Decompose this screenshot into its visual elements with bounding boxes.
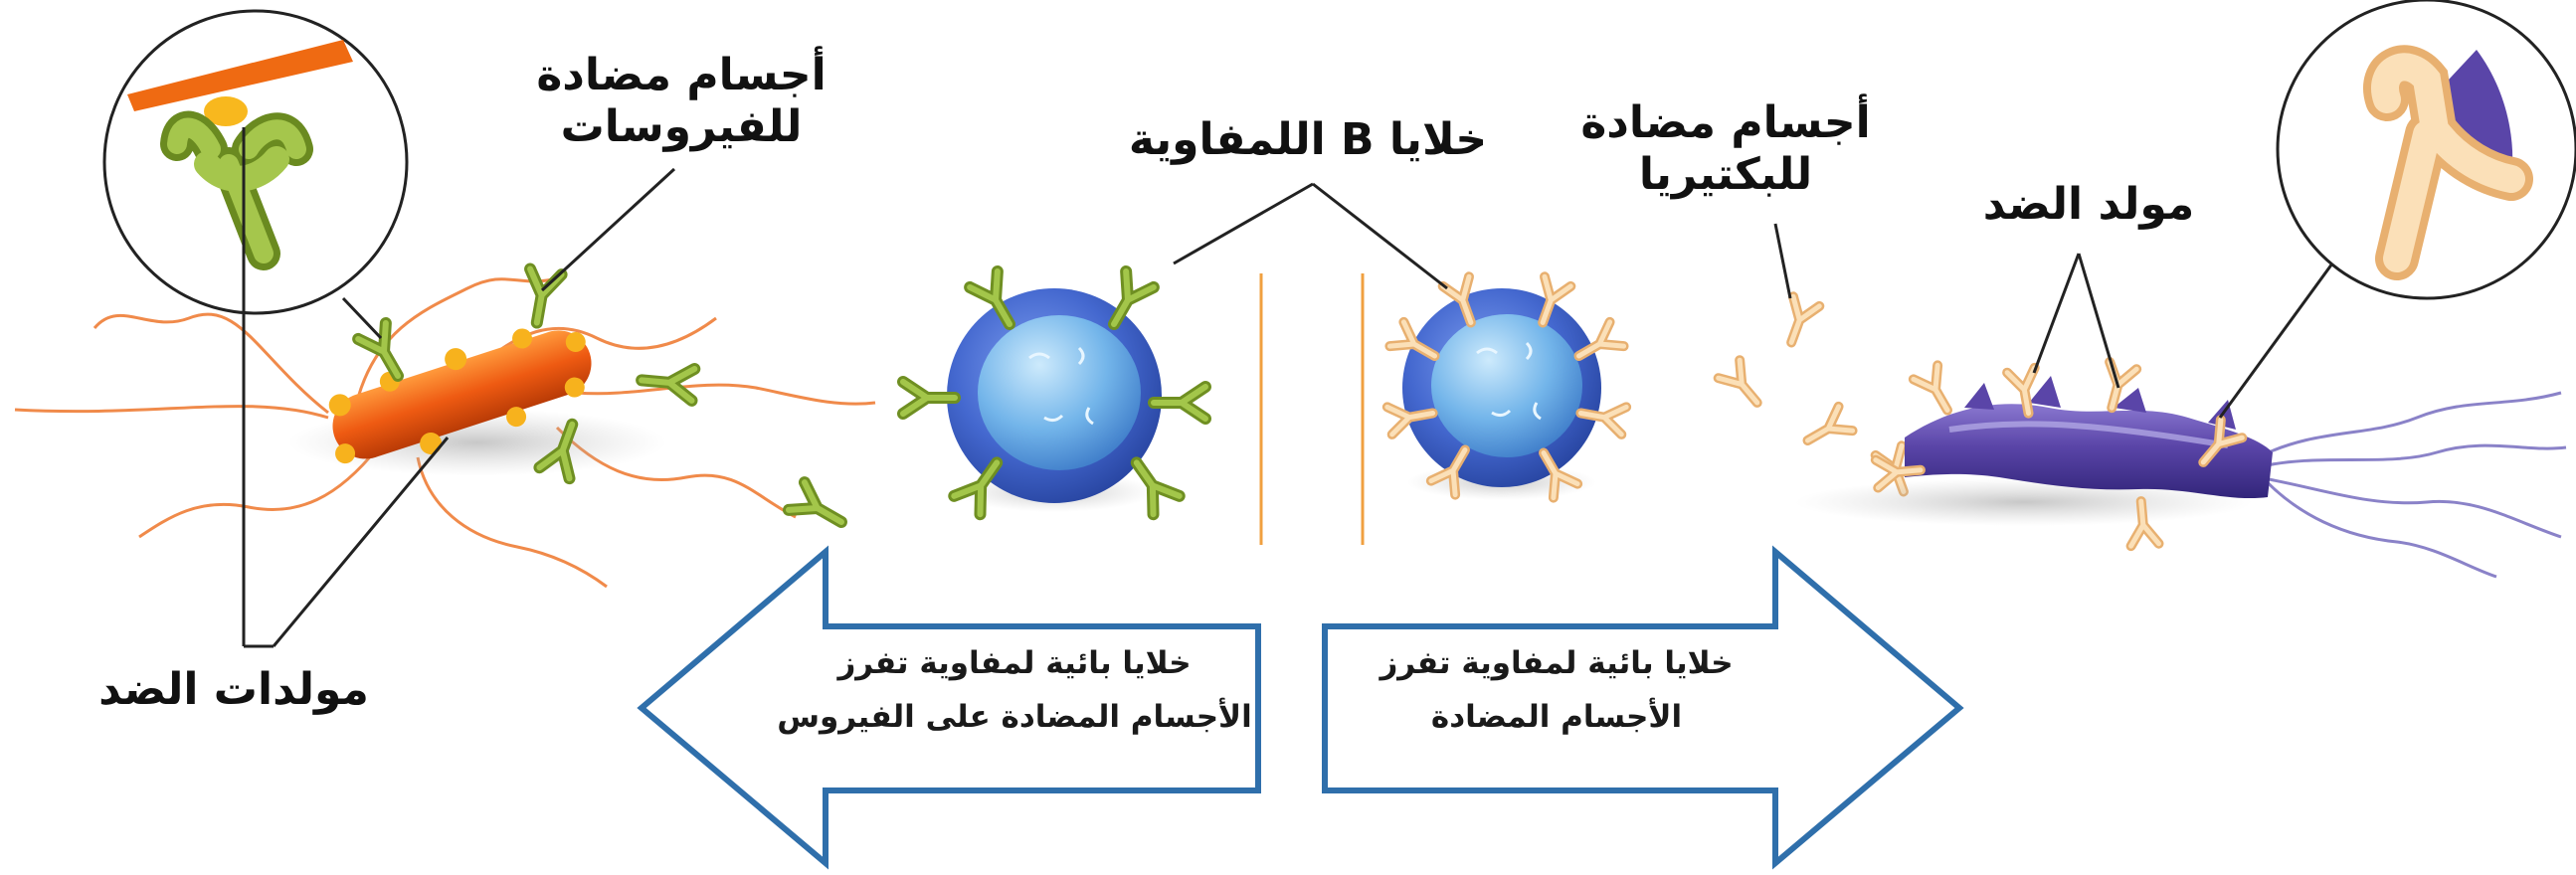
label-virus-antibodies-line1: أجسام مضادة — [522, 50, 840, 101]
arrow-right-text-line2: الأجسام المضادة — [1338, 690, 1775, 744]
arrow-left-text-line2: الأجسام المضادة على الفيروس — [776, 690, 1253, 744]
label-bacteria-antibodies-line1: أجسام مضادة — [1547, 97, 1905, 149]
b-cell-left — [903, 271, 1205, 514]
arrow-right-text: خلايا بائية لمفاوية تفرز الأجسام المضادة — [1338, 636, 1775, 745]
leader-lines-right — [2034, 254, 2332, 418]
antigen-closeup-right — [2278, 0, 2576, 298]
flagella-purple — [2258, 393, 2566, 577]
arrow-left-text: خلايا بائية لمفاوية تفرز الأجسام المضادة… — [776, 636, 1253, 745]
antigen-closeup-left — [104, 11, 407, 313]
label-virus-antibodies: أجسام مضادة للفيروسات — [522, 50, 840, 153]
label-bacteria-antibodies-line2: للبكتيريا — [1547, 149, 1905, 201]
center-dividers — [1261, 273, 1363, 545]
label-antigens: مولدات الضد — [65, 664, 403, 716]
arrow-left-text-line1: خلايا بائية لمفاوية تفرز — [776, 636, 1253, 690]
arrow-right-text-line1: خلايا بائية لمفاوية تفرز — [1338, 636, 1775, 690]
label-bacteria-antibodies: أجسام مضادة للبكتيريا — [1547, 97, 1905, 201]
label-virus-antibodies-line2: للفيروسات — [522, 101, 840, 153]
label-antigen: مولد الضد — [1939, 179, 2238, 231]
label-b-cells: خلايا B اللمفاوية — [1069, 114, 1547, 166]
leader-lines-center — [1174, 184, 1790, 298]
b-cell-right — [1387, 276, 1626, 500]
